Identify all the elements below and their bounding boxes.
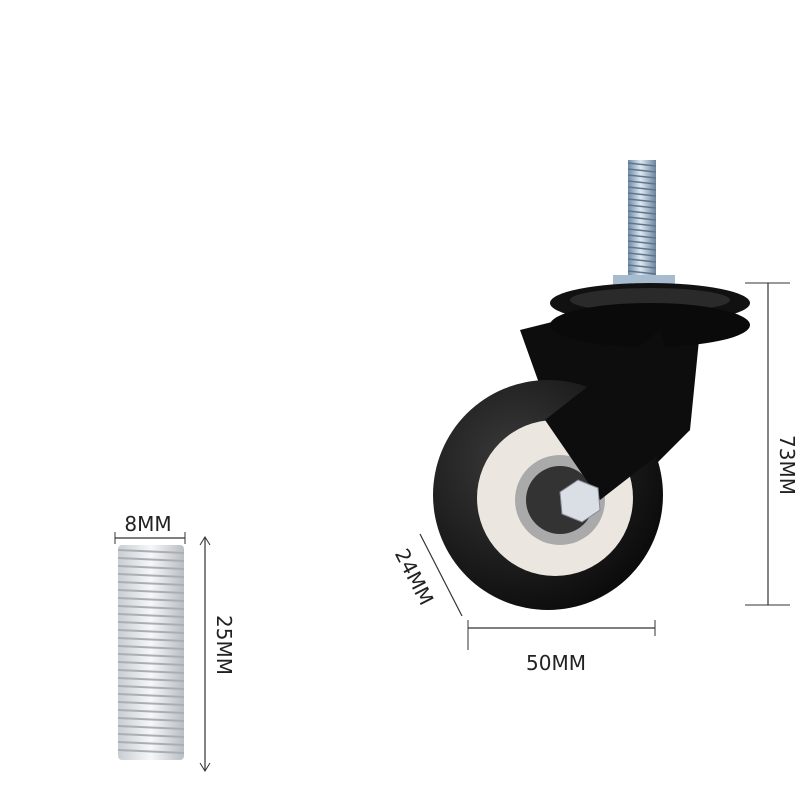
screw-image [117,545,185,760]
total-height-dimension: 73MM [745,282,799,606]
screw-length-dimension: 25MM [199,536,236,772]
caster-wheel-image [433,160,750,610]
screw-diameter-label: 8MM [124,512,171,536]
screw-diameter-dimension: 8MM [114,512,186,544]
total-height-label: 73MM [775,435,799,495]
wheel-diameter-dimension: 50MM [467,620,656,675]
screw-length-label: 25MM [212,615,236,675]
wheel-width-label: 24MM [390,545,439,609]
wheel-diameter-label: 50MM [526,651,586,675]
